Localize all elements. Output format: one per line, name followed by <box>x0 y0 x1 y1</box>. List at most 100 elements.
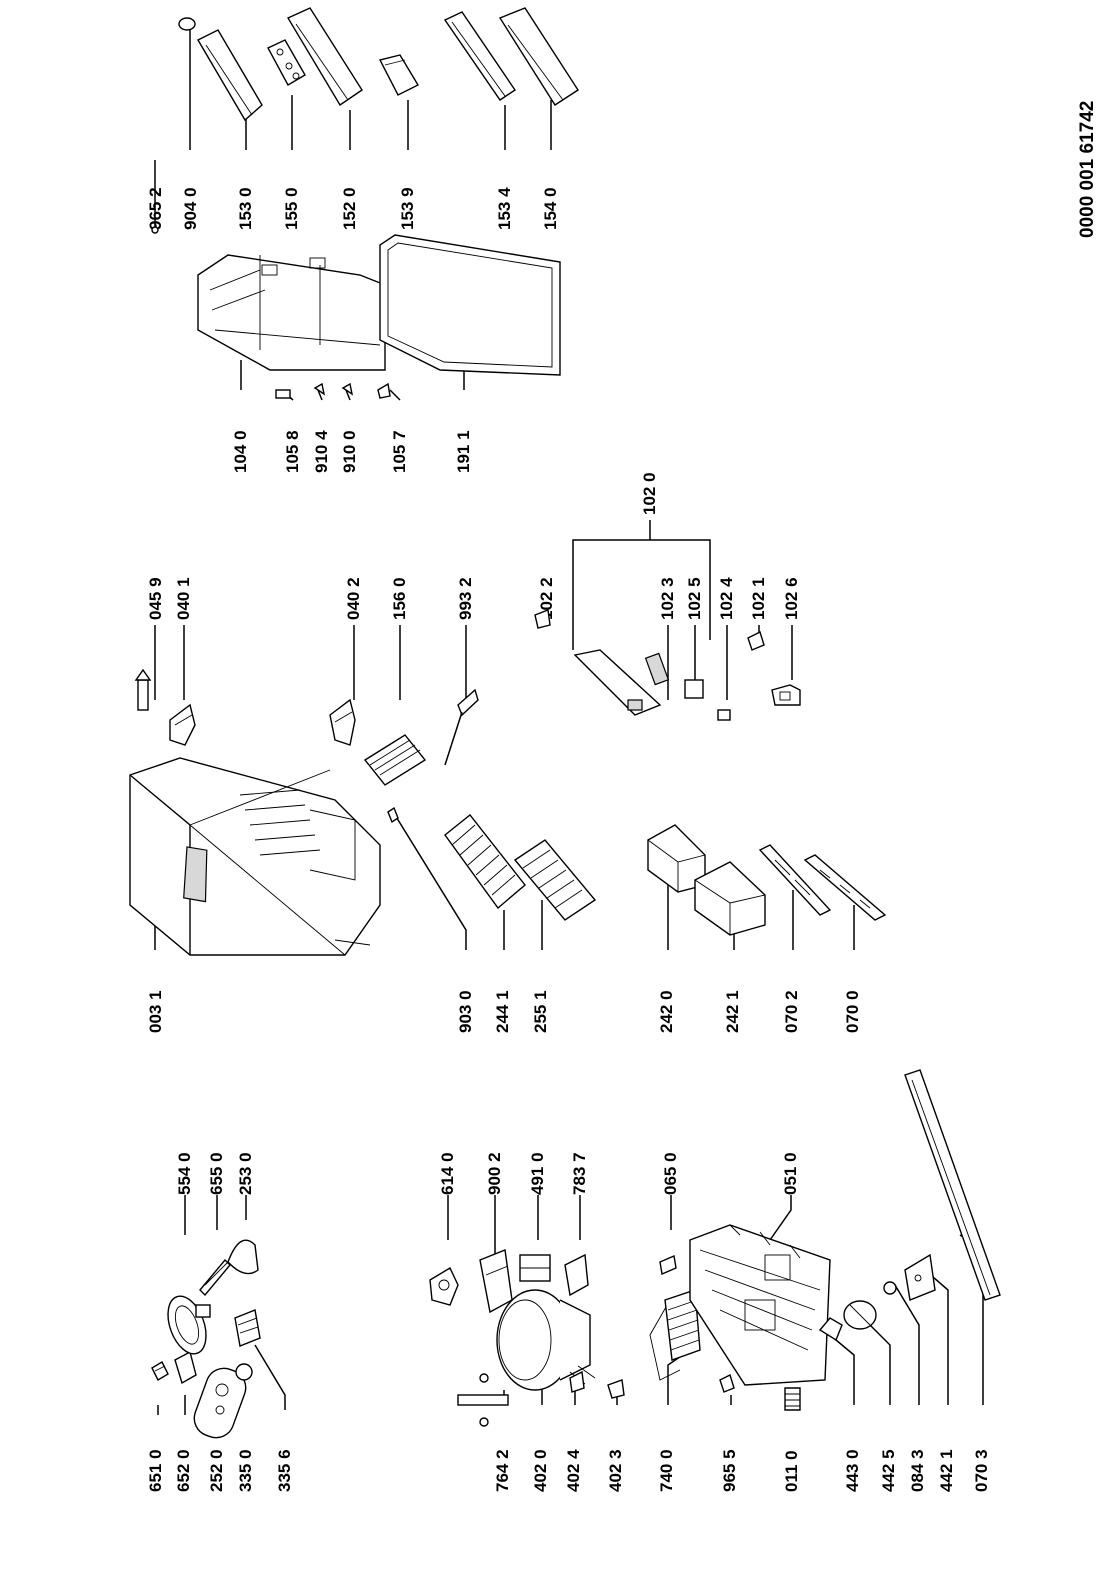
part-655-0-icon <box>199 1258 231 1297</box>
part-910-4-icon <box>313 382 326 396</box>
label-045-9: 045 9 <box>146 577 165 620</box>
label-102-5: 102 5 <box>685 577 704 620</box>
label-153-9: 153 9 <box>398 187 417 230</box>
part-154-0-bottle-shelf-icon <box>498 7 579 106</box>
part-084-3-icon <box>883 1281 897 1295</box>
label-244-1: 244 1 <box>493 990 512 1033</box>
part-900-2-icon <box>479 1249 513 1314</box>
label-154-0: 154 0 <box>541 187 560 230</box>
part-104-0-inner-door-icon <box>197 254 386 371</box>
label-152-0: 152 0 <box>340 187 359 230</box>
part-554-0-icon <box>167 1295 211 1355</box>
part-040-1-hinge-icon <box>169 703 196 746</box>
label-402-3: 402 3 <box>606 1449 625 1492</box>
part-242-1-drawer-icon <box>694 861 766 936</box>
part-102-2-knob-icon <box>534 609 551 629</box>
label-084-3: 084 3 <box>908 1449 927 1492</box>
part-244-1-shelf-icon <box>444 814 526 910</box>
label-040-1: 040 1 <box>174 577 193 620</box>
label-402-4: 402 4 <box>564 1449 583 1492</box>
label-105-8: 105 8 <box>283 430 302 473</box>
label-783-7: 783 7 <box>570 1152 589 1195</box>
part-442-5-motor-icon <box>843 1300 877 1330</box>
label-155-0: 155 0 <box>282 187 301 230</box>
label-252-0: 252 0 <box>207 1449 226 1492</box>
label-255-1: 255 1 <box>531 990 550 1033</box>
part-335-6-icon <box>234 1309 261 1347</box>
part-652-0-icon <box>174 1350 197 1385</box>
part-651-0-icon <box>151 1361 169 1381</box>
label-104-0: 104 0 <box>231 430 250 473</box>
part-102-4-icon <box>717 709 731 721</box>
label-003-1: 003 1 <box>146 990 165 1033</box>
part-903-0-icon <box>387 806 399 824</box>
part-965-5-icon <box>719 1374 735 1393</box>
part-335-0-icon <box>235 1363 253 1381</box>
label-910-4: 910 4 <box>312 430 331 473</box>
part-614-0-icon <box>429 1267 459 1306</box>
label-102-6: 102 6 <box>782 577 801 620</box>
part-011-0-icon <box>784 1387 801 1411</box>
part-105-8-icon <box>275 389 291 399</box>
label-102-1: 102 1 <box>749 577 768 620</box>
label-040-2: 040 2 <box>344 577 363 620</box>
label-102-4: 102 4 <box>717 577 736 620</box>
label-070-0: 070 0 <box>843 990 862 1033</box>
part-153-0-shelf-icon <box>197 29 263 122</box>
part-102-5-icon <box>684 679 704 699</box>
part-070-3-grille-icon <box>904 1069 1001 1301</box>
label-655-0: 655 0 <box>207 1152 226 1195</box>
label-070-2: 070 2 <box>782 990 801 1033</box>
part-740-0-condenser-icon <box>649 1289 701 1381</box>
label-153-0: 153 0 <box>236 187 255 230</box>
part-045-9-pin-icon <box>134 668 152 711</box>
label-242-1: 242 1 <box>723 990 742 1033</box>
part-443-0-fan-icon <box>818 1317 843 1342</box>
label-554-0: 554 0 <box>175 1152 194 1195</box>
part-153-9-bottle-holder-icon <box>378 54 419 96</box>
part-152-0-shelf-icon <box>286 7 363 106</box>
part-051-0-base-tray-icon <box>689 1224 831 1386</box>
door-group: 104 0 105 8 910 4 910 0 105 7 191 1 <box>197 234 561 473</box>
label-105-7: 105 7 <box>390 430 409 473</box>
label-903-0: 903 0 <box>456 990 475 1033</box>
label-156-0: 156 0 <box>390 577 409 620</box>
part-252-0-icon <box>193 1367 247 1439</box>
label-102-3: 102 3 <box>658 577 677 620</box>
part-155-0-egg-tray-icon <box>267 39 306 86</box>
part-102-1-icon <box>747 631 765 651</box>
door-shelves-group: 965 2 904 0 153 0 155 0 152 0 153 9 153 … <box>146 7 579 234</box>
cabinet-group: 003 1 903 0 244 1 255 1 242 0 242 1 070 … <box>129 757 887 1033</box>
document-code: 0000 001 61742 <box>1077 101 1098 238</box>
label-740-0: 740 0 <box>657 1449 676 1492</box>
part-102-0-control-housing-icon <box>573 649 662 716</box>
label-153-4: 153 4 <box>495 187 514 230</box>
label-443-0: 443 0 <box>843 1449 862 1492</box>
part-153-4-rail-icon <box>443 11 516 101</box>
part-191-1-gasket-icon <box>379 234 561 376</box>
label-904-0: 904 0 <box>181 187 200 230</box>
label-993-2: 993 2 <box>456 577 475 620</box>
part-904-0-icon <box>178 17 196 31</box>
label-011-0: 011 0 <box>782 1450 801 1492</box>
part-993-2-scraper-icon <box>444 688 479 766</box>
label-102-2: 102 2 <box>537 577 556 620</box>
part-255-1-shelf-icon <box>513 839 597 921</box>
evaporator-group: 045 9 040 1 040 2 156 0 993 2 102 2 102 … <box>134 472 801 786</box>
part-402-4-icon <box>569 1370 585 1393</box>
part-402-0-compressor-icon <box>496 1289 596 1391</box>
part-102-6-lamp-holder-icon <box>771 684 801 706</box>
label-651-0: 651 0 <box>146 1449 165 1492</box>
part-910-0-icon <box>341 382 354 396</box>
label-764-2: 764 2 <box>493 1449 512 1492</box>
label-191-1: 191 1 <box>454 430 473 473</box>
label-065-0: 065 0 <box>661 1152 680 1195</box>
label-442-1: 442 1 <box>937 1449 956 1492</box>
part-070-0-rail-icon <box>803 854 887 921</box>
label-051-0: 051 0 <box>781 1152 800 1195</box>
label-614-0: 614 0 <box>438 1152 457 1195</box>
part-253-0-icon <box>227 1239 259 1275</box>
label-335-6: 335 6 <box>275 1449 294 1492</box>
compressor-group: 651 0 652 0 252 0 335 0 335 6 554 0 655 … <box>146 1069 1001 1492</box>
